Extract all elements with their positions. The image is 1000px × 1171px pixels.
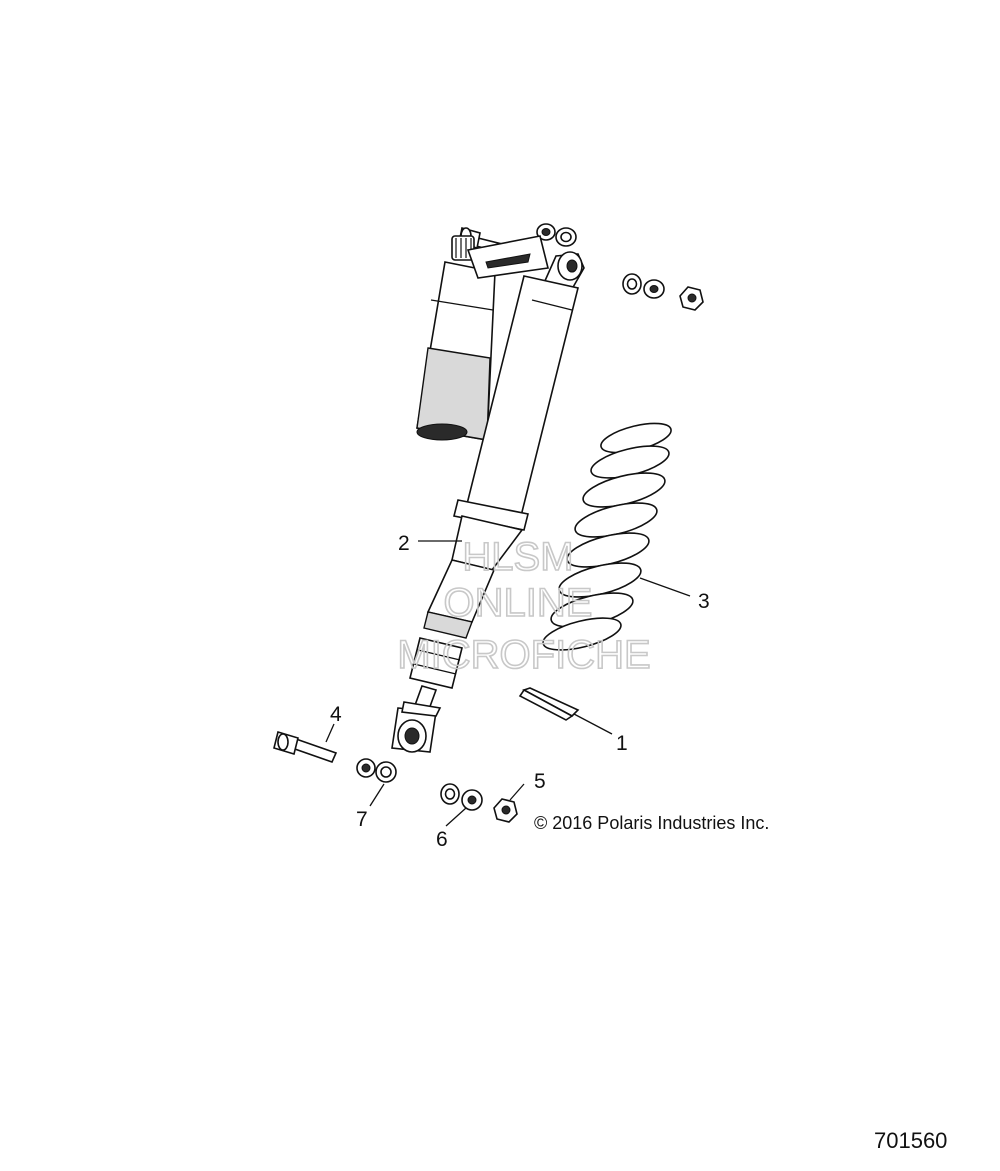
bottom-washer-left — [375, 761, 397, 783]
watermark-line-3: MICROFICHE — [397, 633, 650, 677]
watermark-line-1: HLSM — [462, 535, 573, 579]
leader-line-4 — [325, 723, 335, 743]
top-right-nut — [679, 286, 704, 311]
bottom-bushing — [461, 789, 483, 811]
top-right-washer — [622, 273, 642, 295]
spring-retainer-clip — [518, 687, 580, 721]
leader-line-7 — [369, 783, 385, 807]
bottom-flange-nut — [356, 758, 376, 778]
diagram-reference-number: 701560 — [874, 1128, 947, 1153]
bottom-nut — [493, 798, 518, 823]
callout-3: 3 — [698, 590, 710, 613]
leader-line-5 — [509, 783, 525, 801]
callout-1: 1 — [616, 732, 628, 755]
coil-spring — [542, 422, 672, 651]
top-right-bushing — [643, 279, 665, 299]
leader-line-1 — [573, 713, 613, 735]
callout-6: 6 — [436, 828, 448, 851]
callout-2: 2 — [398, 532, 410, 555]
bottom-bolt — [273, 730, 338, 763]
callout-7: 7 — [356, 808, 368, 831]
watermark-line-2: ONLINE — [444, 581, 593, 625]
copyright-notice: © 2016 Polaris Industries Inc. — [534, 813, 769, 833]
callout-4: 4 — [330, 703, 342, 726]
bottom-washer-right — [440, 783, 460, 805]
callout-5: 5 — [534, 770, 546, 793]
leader-line-3 — [639, 577, 691, 597]
shock-absorber — [391, 235, 585, 753]
leader-line-6 — [445, 807, 467, 827]
top-washer — [555, 227, 577, 247]
top-flange-nut — [536, 223, 556, 241]
